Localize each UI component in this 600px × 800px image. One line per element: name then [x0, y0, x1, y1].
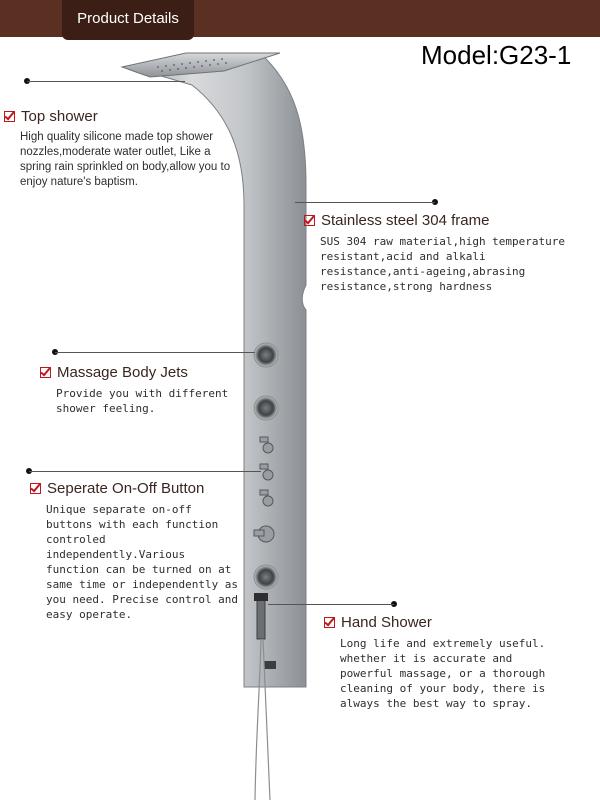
feature-description: High quality silicone made top shower no…	[20, 131, 231, 188]
callout-line-massage-jets	[55, 352, 255, 353]
feature-title: Massage Body Jets	[57, 364, 188, 381]
feature-description: Unique separate on-off buttons with each…	[46, 503, 239, 621]
checkbox-icon	[4, 111, 15, 122]
feature-title: Stainless steel 304 frame	[321, 212, 490, 229]
feature-description: Provide you with different shower feelin…	[56, 387, 229, 415]
callout-dot-steel-frame	[432, 199, 438, 205]
feature-description: SUS 304 raw material,high temperature re…	[320, 235, 566, 293]
checkbox-icon	[40, 367, 51, 378]
product-details-tab: Product Details	[62, 0, 194, 40]
shower-panel-illustration	[120, 52, 307, 800]
feature-hand-shower: Hand Shower Long life and extremely usef…	[324, 614, 554, 711]
feature-massage-jets: Massage Body Jets Provide you with diffe…	[40, 364, 240, 416]
feature-steel-frame: Stainless steel 304 frame SUS 304 raw ma…	[304, 212, 576, 294]
callout-line-on-off-button	[29, 471, 261, 472]
callout-dot-hand-shower	[391, 601, 397, 607]
callout-line-top-shower	[27, 81, 185, 82]
callout-line-steel-frame	[295, 202, 435, 203]
feature-title: Top shower	[21, 108, 98, 125]
checkbox-icon	[304, 215, 315, 226]
model-label: Model:G23-1	[421, 40, 572, 70]
feature-top-shower: Top shower High quality silicone made to…	[4, 108, 242, 190]
feature-description: Long life and extremely useful. whether …	[340, 637, 546, 710]
checkbox-icon	[324, 617, 335, 628]
callout-line-hand-shower	[268, 604, 394, 605]
checkbox-icon	[30, 483, 41, 494]
feature-on-off-button: Seperate On-Off Button Unique separate o…	[30, 480, 242, 622]
feature-title: Seperate On-Off Button	[47, 480, 205, 497]
feature-title: Hand Shower	[341, 614, 432, 631]
